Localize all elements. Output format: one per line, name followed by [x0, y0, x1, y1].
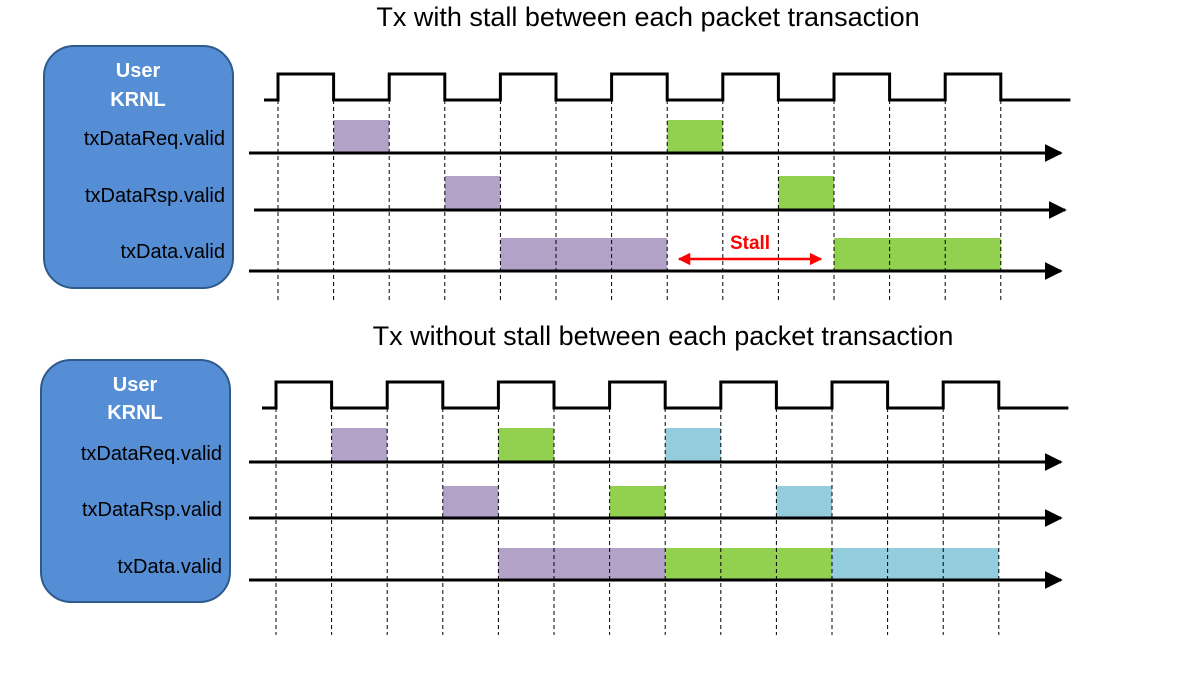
purple-pulse — [331, 428, 388, 462]
signal-label-txdatareq: txDataReq.valid — [81, 443, 222, 465]
user-krnl-box — [43, 45, 234, 289]
timing-diagram-without-stall: Tx without stall between each packet tra… — [40, 321, 1069, 635]
blue-pulse — [832, 548, 999, 580]
cycle-guide-group — [275, 408, 1000, 635]
cycle-guide-group — [277, 100, 1002, 302]
purple-pulse — [333, 120, 390, 153]
box-label-krnl: KRNL — [107, 402, 163, 424]
signal-axis-group — [249, 453, 1063, 589]
purple-pulse — [498, 548, 666, 580]
timing-diagram-with-stall: Tx with stall between each packet transa… — [43, 2, 1071, 302]
stall-label: Stall — [730, 233, 770, 254]
green-pulse — [498, 428, 554, 462]
green-pulse — [609, 486, 666, 518]
purple-pulse — [442, 486, 499, 518]
box-label-user: User — [113, 374, 158, 396]
green-pulse — [665, 548, 832, 580]
stall-indicator: Stall — [677, 233, 823, 266]
signal-label-txdata: txData.valid — [121, 241, 226, 263]
pulse-group — [333, 120, 1001, 271]
green-pulse — [667, 120, 723, 153]
clock-waveform — [264, 72, 1071, 102]
signal-label-txdatarsp: txDataRsp.valid — [85, 185, 225, 207]
pulse-group — [331, 428, 999, 580]
signal-label-txdata: txData.valid — [118, 556, 223, 578]
signal-label-txdatareq: txDataReq.valid — [84, 128, 225, 150]
clock-waveform — [262, 380, 1069, 410]
green-pulse — [834, 238, 1001, 271]
user-krnl-box — [40, 359, 231, 603]
box-label-krnl: KRNL — [110, 89, 166, 111]
signal-label-txdatarsp: txDataRsp.valid — [82, 499, 222, 521]
blue-pulse — [776, 486, 832, 518]
green-pulse — [778, 176, 834, 210]
box-label-user: User — [116, 60, 161, 82]
signal-axis-group — [249, 144, 1067, 280]
purple-pulse — [500, 238, 668, 271]
diagram-title: Tx without stall between each packet tra… — [373, 321, 954, 351]
purple-pulse — [444, 176, 501, 210]
diagram-title: Tx with stall between each packet transa… — [376, 2, 919, 32]
blue-pulse — [665, 428, 721, 462]
